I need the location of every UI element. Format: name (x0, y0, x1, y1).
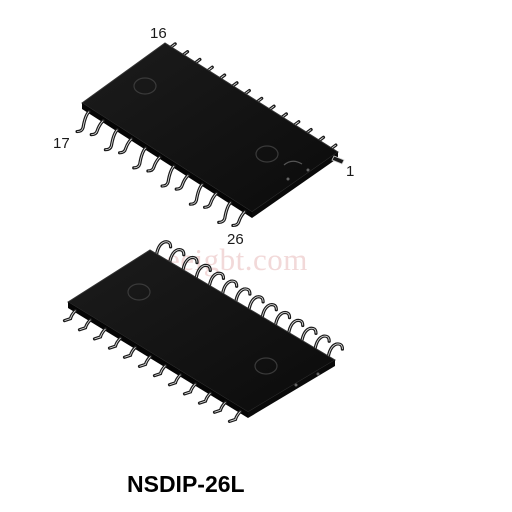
top-back-lead-highlight (170, 43, 176, 48)
top-back-lead-highlight (331, 144, 337, 149)
bottom-front-lead-highlight (94, 328, 106, 340)
bottom-front-lead-highlight (79, 319, 91, 331)
bottom-back-lead-highlight (195, 264, 211, 278)
top-front-lead-highlight (133, 147, 147, 169)
bottom-back-lead-highlight (156, 241, 172, 255)
bottom-front-lead-highlight (109, 337, 121, 349)
bottom-package-side (68, 302, 248, 418)
top-back-lead-highlight (208, 66, 213, 71)
top-ejector-mark-1 (133, 77, 157, 95)
top-package (75, 42, 345, 228)
bottom-back-lead-highlight (182, 257, 198, 270)
top-front-lead-highlight (147, 156, 161, 172)
bottom-front-lead-highlight (199, 392, 211, 404)
top-pin1-notch (283, 160, 303, 166)
top-front-lead-highlight (232, 211, 246, 226)
top-back-lead-highlight (269, 105, 275, 110)
bottom-back-lead-highlight (248, 296, 264, 310)
bottom-back-lead-highlight (222, 280, 238, 294)
top-front-lead-highlight (105, 129, 118, 151)
bottom-back-lead-highlight (209, 272, 224, 286)
top-front-lead-highlight (218, 202, 232, 223)
pin-label-16: 16 (150, 25, 167, 42)
top-front-lead-highlight (119, 138, 132, 154)
bottom-front-lead-highlight (139, 356, 151, 367)
top-back-lead-highlight (195, 59, 201, 63)
top-package-right-side (252, 152, 338, 218)
top-back-lead-highlight (282, 113, 287, 118)
pin-label-26: 26 (227, 231, 244, 248)
package-caption: NSDIP-26L (127, 471, 245, 497)
pin-label-1: 1 (346, 163, 355, 180)
bottom-back-lead-highlight (301, 327, 317, 341)
bottom-ejector-mark-2 (254, 357, 278, 375)
bottom-back-lead-highlight (328, 343, 343, 357)
top-front-lead-highlight (91, 120, 104, 136)
bottom-back-lead-highlight (235, 288, 251, 302)
bottom-front-lead-highlight (64, 310, 76, 321)
top-ejector-mark-2 (255, 145, 279, 163)
bottom-front-lead-highlight (124, 346, 136, 358)
pin-label-17: 17 (53, 135, 70, 152)
bottom-ejector-mark-1 (127, 283, 151, 301)
bottom-package-right-side (248, 360, 335, 418)
bottom-back-lead-highlight (314, 335, 330, 349)
top-back-lead-highlight (183, 51, 188, 55)
bottom-back-lead-highlight (261, 304, 277, 317)
top-front-lead-highlight (204, 193, 217, 208)
top-back-lead-highlight (245, 90, 250, 94)
top-package-side (82, 103, 252, 218)
bottom-front-lead-highlight (214, 401, 226, 413)
top-back-lead-highlight (220, 74, 225, 79)
top-back-lead-highlight (257, 98, 262, 102)
top-back-lead-highlight (306, 129, 312, 133)
top-front-lead-highlight (77, 111, 90, 132)
bottom-front-lead-highlight (229, 411, 241, 422)
bottom-back-lead-highlight (275, 312, 290, 325)
bottom-front-lead-highlight (184, 383, 196, 395)
bottom-front-lead-highlight (154, 365, 166, 376)
bottom-back-lead-highlight (288, 319, 304, 333)
top-back-lead-highlight (294, 121, 299, 126)
top-back-lead-highlight (319, 137, 324, 141)
bottom-package (62, 240, 344, 424)
bottom-back-lead-highlight (169, 249, 185, 262)
top-back-lead-highlight (232, 82, 238, 87)
top-front-lead-highlight (176, 174, 189, 190)
bottom-front-lead-highlight (169, 374, 181, 386)
top-front-lead-highlight (190, 183, 203, 205)
top-front-lead-highlight (162, 165, 175, 187)
